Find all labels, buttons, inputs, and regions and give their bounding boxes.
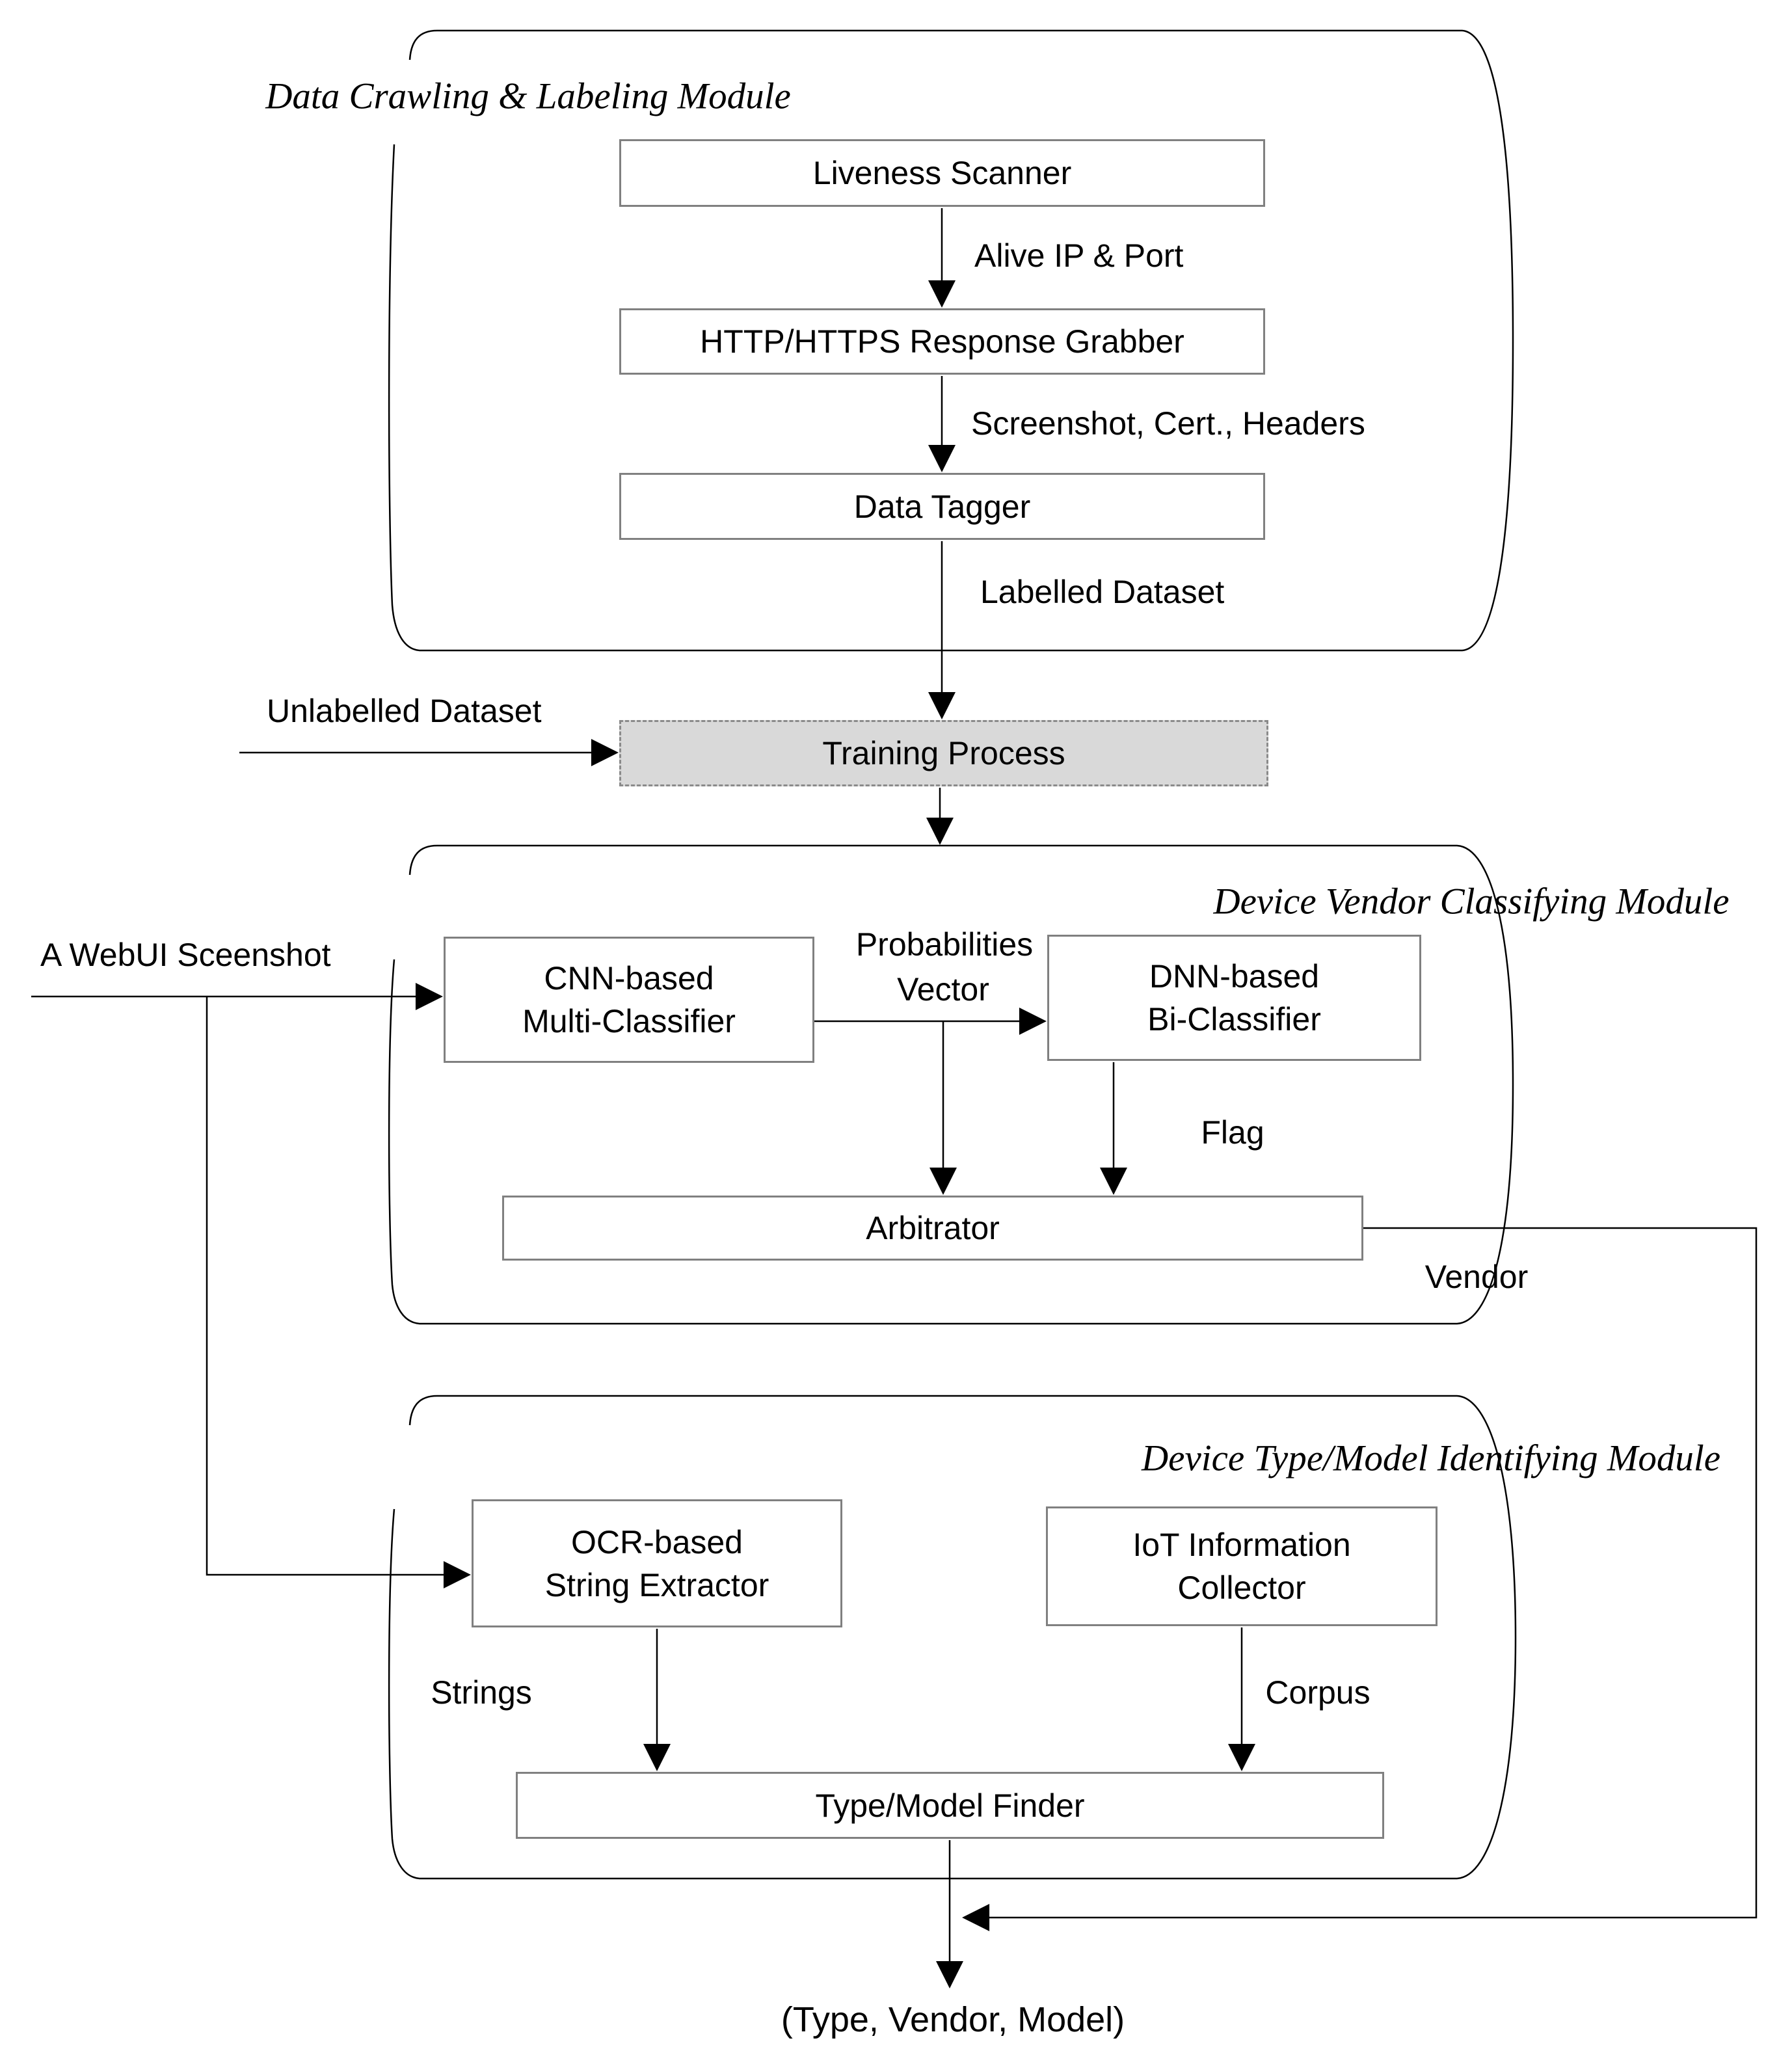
dnn-classifier-line1: DNN-based — [1149, 958, 1320, 995]
cnn-classifier-line1: CNN-based — [544, 960, 714, 997]
ocr-extractor-line1: OCR-based — [571, 1523, 743, 1560]
iot-collector-line1: IoT Information — [1132, 1527, 1351, 1563]
data-tagger-box: Data Tagger — [619, 473, 1265, 540]
module-title-vendor: Device Vendor Classifying Module — [1213, 881, 1730, 922]
dnn-classifier-box: DNN-based Bi-Classifier — [1047, 935, 1421, 1061]
iot-collector-box: IoT Information Collector — [1046, 1506, 1438, 1626]
alive-ip-port-label: Alive IP & Port — [974, 237, 1184, 274]
corpus-label: Corpus — [1265, 1674, 1371, 1711]
arrow-vendor-feedback — [962, 1227, 1758, 1931]
module-typemodel-outline — [388, 1395, 1517, 1880]
strings-label: Strings — [431, 1674, 532, 1711]
arrow-webui-branch-to-ocr — [206, 997, 471, 1588]
cnn-classifier-line2: Multi-Classifier — [522, 1003, 736, 1039]
module-title-crawling: Data Crawling & Labeling Module — [265, 75, 791, 117]
iot-collector-line2: Collector — [1177, 1570, 1306, 1606]
flag-label: Flag — [1201, 1114, 1264, 1151]
training-process-box: Training Process — [619, 720, 1268, 786]
vector-label: Vector — [897, 971, 989, 1008]
vendor-label: Vendor — [1424, 1259, 1529, 1295]
unlabelled-dataset-label: Unlabelled Dataset — [267, 693, 542, 729]
screenshot-cert-headers-label: Screenshot, Cert., Headers — [971, 405, 1365, 442]
cnn-classifier-box: CNN-based Multi-Classifier — [444, 937, 814, 1063]
final-output-label: (Type, Vendor, Model) — [781, 2000, 1125, 2039]
arbitrator-box: Arbitrator — [502, 1196, 1363, 1261]
liveness-scanner-box: Liveness Scanner — [619, 139, 1265, 207]
ocr-extractor-line2: String Extractor — [544, 1566, 769, 1603]
labelled-dataset-label: Labelled Dataset — [980, 574, 1225, 610]
ocr-extractor-box: OCR-based String Extractor — [472, 1499, 842, 1627]
probabilities-label: Probabilities — [855, 926, 1034, 963]
dnn-classifier-line2: Bi-Classifier — [1147, 1001, 1321, 1037]
module-title-typemodel: Device Type/Model Identifying Module — [1141, 1438, 1721, 1479]
response-grabber-box: HTTP/HTTPS Response Grabber — [619, 308, 1265, 375]
webui-screenshot-label: A WebUI Sceenshot — [40, 937, 331, 973]
type-model-finder-box: Type/Model Finder — [516, 1772, 1384, 1839]
module-vendor-outline — [388, 844, 1514, 1325]
module-crawling-outline — [388, 29, 1514, 652]
